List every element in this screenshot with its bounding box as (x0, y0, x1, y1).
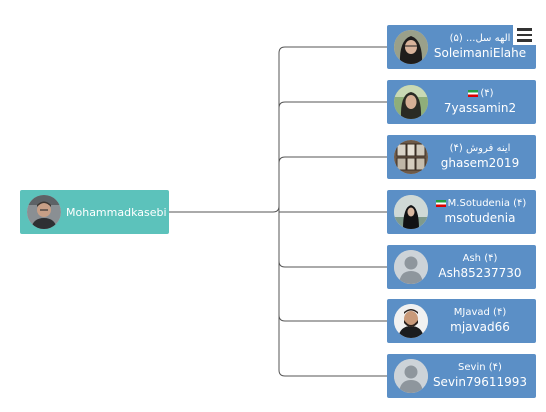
hamburger-menu-icon[interactable] (513, 25, 536, 45)
follower-display-name-text: MJavad (۴) (453, 307, 507, 319)
follower-username: msotudenia (444, 210, 516, 225)
branch-connector (278, 46, 387, 54)
follower-node[interactable]: (۴)7yassamin2 (387, 80, 536, 124)
follower-display-name-text: آینه فروش (۴) (449, 143, 511, 155)
follower-username: SoleimaniElahe (433, 45, 527, 60)
follower-username: Ash85237730 (438, 265, 522, 280)
follower-text: M.Sotudenia (۴)msotudenia (428, 198, 536, 226)
follower-avatar (394, 30, 428, 64)
follower-node[interactable]: آینه فروش (۴)ghasem2019 (387, 135, 536, 179)
follower-username: 7yassamin2 (443, 100, 517, 115)
branch-connector (278, 314, 387, 322)
follower-node[interactable]: MJavad (۴)mjavad66 (387, 299, 536, 343)
follower-display-name: (۴) (466, 88, 494, 101)
branch-connector (278, 369, 387, 377)
follower-display-name-text: Sevin (۴) (458, 362, 502, 374)
branch-connector (278, 156, 387, 164)
follower-text: آینه فروش (۴)ghasem2019 (428, 143, 536, 171)
follower-node[interactable]: الهه سل... (۵)SoleimaniElahe (387, 25, 536, 69)
follower-node[interactable]: M.Sotudenia (۴)msotudenia (387, 190, 536, 234)
follower-avatar (394, 140, 428, 174)
follower-node[interactable]: Sevin (۴)Sevin79611993 (387, 354, 536, 398)
iran-flag-icon (435, 199, 446, 207)
root-connector (169, 205, 280, 213)
follower-username: mjavad66 (450, 319, 510, 334)
follower-display-name-text: (۴) (480, 88, 494, 100)
follower-display-name: Sevin (۴) (458, 362, 502, 375)
follower-username: ghasem2019 (440, 155, 520, 170)
default-user-avatar-icon (394, 359, 428, 393)
follower-avatar (394, 195, 428, 229)
iran-flag-icon (468, 89, 479, 97)
follower-display-name-text: M.Sotudenia (۴) (447, 198, 527, 210)
follower-node[interactable]: Ash (۴)Ash85237730 (387, 245, 536, 289)
follower-display-name: M.Sotudenia (۴) (434, 198, 527, 211)
follower-display-name: Ash (۴) (463, 253, 498, 266)
root-user-avatar (27, 195, 61, 229)
follower-avatar (394, 304, 428, 338)
root-username: Mohammadkasebi (66, 205, 167, 219)
follower-display-name: MJavad (۴) (454, 307, 506, 320)
follower-username: Sevin79611993 (432, 374, 528, 389)
follower-display-name-text: Ash (۴) (462, 253, 498, 265)
follower-text: (۴)7yassamin2 (428, 88, 536, 116)
branch-connector (278, 260, 387, 268)
follower-display-name-text: الهه سل... (۵) (449, 33, 511, 45)
follower-text: الهه سل... (۵)SoleimaniElahe (428, 33, 536, 61)
branch-connector (278, 101, 387, 109)
follower-display-name: آینه فروش (۴) (450, 143, 511, 156)
follower-avatar (394, 85, 428, 119)
follower-display-name: الهه سل... (۵) (450, 33, 511, 46)
follower-text: Ash (۴)Ash85237730 (428, 253, 536, 281)
default-user-avatar-icon (394, 250, 428, 284)
follower-text: Sevin (۴)Sevin79611993 (428, 362, 536, 390)
root-user-node[interactable]: Mohammadkasebi (20, 190, 169, 234)
follower-text: MJavad (۴)mjavad66 (428, 307, 536, 335)
